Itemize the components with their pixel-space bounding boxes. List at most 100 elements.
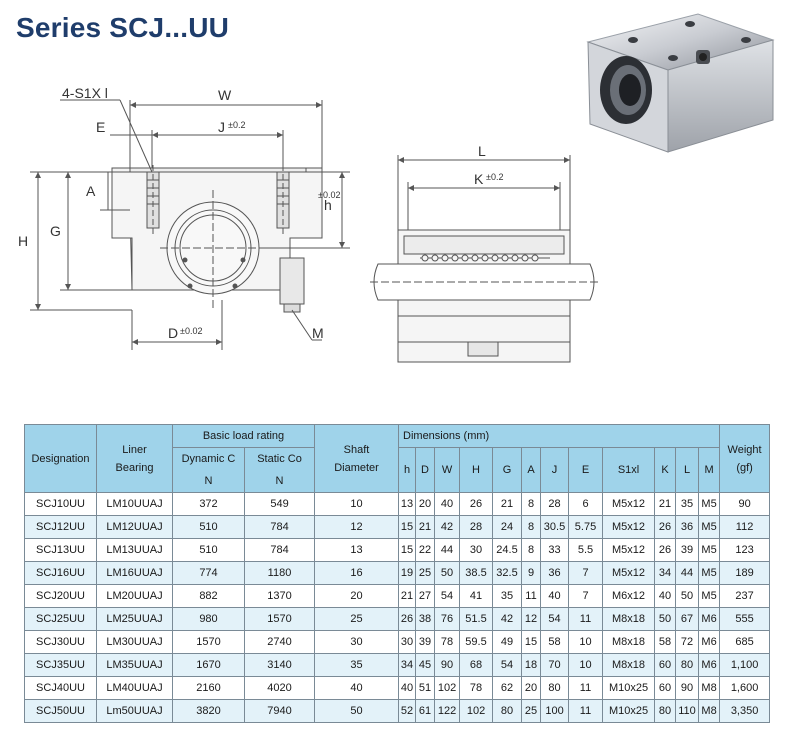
table-cell: 76 <box>434 607 461 631</box>
table-cell: 100 <box>540 699 570 723</box>
table-cell: 59.5 <box>459 630 494 654</box>
header-dim-H: H <box>459 447 494 493</box>
table-cell: 26 <box>398 607 417 631</box>
table-cell: 18 <box>521 653 542 677</box>
table-cell: 189 <box>719 561 771 585</box>
table-cell: M8x18 <box>602 653 656 677</box>
table-cell: 58 <box>540 630 570 654</box>
table-cell: 102 <box>434 676 461 700</box>
table-cell: 372 <box>172 492 245 516</box>
table-cell: 42 <box>434 515 461 539</box>
table-cell: 78 <box>434 630 461 654</box>
table-cell: 10 <box>568 630 604 654</box>
table-cell: 40 <box>398 676 417 700</box>
table-cell: 7 <box>568 584 604 608</box>
table-cell: 7 <box>568 561 604 585</box>
table-cell: 10 <box>568 653 604 677</box>
table-cell: SCJ10UU <box>24 492 97 516</box>
table-cell: 34 <box>398 653 417 677</box>
table-cell: 15 <box>398 538 417 562</box>
table-cell: 1,600 <box>719 676 771 700</box>
table-cell: 36 <box>675 515 700 539</box>
label-K-tol: ±0.2 <box>486 172 503 182</box>
table-cell: LM16UUAJ <box>96 561 173 585</box>
table-cell: 22 <box>415 538 436 562</box>
table-cell: 27 <box>415 584 436 608</box>
table-cell: SCJ50UU <box>24 699 97 723</box>
table-cell: 50 <box>654 607 677 631</box>
table-cell: 26 <box>654 515 677 539</box>
table-cell: 784 <box>243 515 316 539</box>
table-cell: 1,100 <box>719 653 771 677</box>
label-A: A <box>86 183 96 199</box>
table-cell: 50 <box>675 584 700 608</box>
table-cell: 67 <box>675 607 700 631</box>
table-cell: 40 <box>434 492 461 516</box>
table-cell: 49 <box>492 630 523 654</box>
table-cell: 50 <box>434 561 461 585</box>
table-cell: 70 <box>540 653 570 677</box>
table-cell: 90 <box>434 653 461 677</box>
product-photo <box>578 2 778 170</box>
table-cell: 30 <box>459 538 494 562</box>
table-cell: 39 <box>415 630 436 654</box>
table-cell: 2160 <box>172 676 245 700</box>
table-cell: 90 <box>675 676 700 700</box>
technical-drawing: 4-S1X l W E J ±0.2 A H G h ±0.02 D ±0.02… <box>18 85 600 363</box>
table-cell: M5x12 <box>602 492 656 516</box>
label-E: E <box>96 119 105 135</box>
table-cell: 11 <box>568 699 604 723</box>
table-cell: 1570 <box>172 630 245 654</box>
header-liner-bearing: Liner Bearing <box>96 424 173 493</box>
page-title: Series SCJ...UU <box>16 12 230 43</box>
table-cell: 44 <box>434 538 461 562</box>
table-cell: 58 <box>654 630 677 654</box>
table-cell: M5 <box>698 492 721 516</box>
label-M: M <box>312 325 324 341</box>
header-dim-K: K <box>654 447 677 493</box>
table-cell: SCJ40UU <box>24 676 97 700</box>
table-cell: 110 <box>675 699 700 723</box>
table-cell: 16 <box>314 561 400 585</box>
table-cell: LM12UUAJ <box>96 515 173 539</box>
table-cell: 35 <box>314 653 400 677</box>
table-cell: LM13UUAJ <box>96 538 173 562</box>
table-cell: 15 <box>398 515 417 539</box>
table-cell: 35 <box>492 584 523 608</box>
table-cell: 25 <box>415 561 436 585</box>
table-cell: 555 <box>719 607 771 631</box>
table-cell: 26 <box>459 492 494 516</box>
table-cell: M6 <box>698 607 721 631</box>
table-cell: 28 <box>459 515 494 539</box>
table-cell: 112 <box>719 515 771 539</box>
table-cell: Lm50UUAJ <box>96 699 173 723</box>
table-cell: 1370 <box>243 584 316 608</box>
header-shaft: Shaft Diameter <box>314 424 400 493</box>
table-cell: 12 <box>314 515 400 539</box>
table-cell: 4020 <box>243 676 316 700</box>
header-dim-M: M <box>698 447 721 493</box>
table-cell: 54 <box>434 584 461 608</box>
table-cell: 774 <box>172 561 245 585</box>
label-W: W <box>218 87 232 103</box>
table-cell: 10 <box>314 492 400 516</box>
table-cell: 78 <box>459 676 494 700</box>
table-cell: 52 <box>398 699 417 723</box>
table-cell: 19 <box>398 561 417 585</box>
table-cell: 122 <box>434 699 461 723</box>
header-dynamic: Dynamic C <box>172 447 245 470</box>
table-cell: M8 <box>698 699 721 723</box>
table-cell: M5x12 <box>602 538 656 562</box>
table-cell: 11 <box>568 607 604 631</box>
header-basic-load: Basic load rating <box>171 424 316 448</box>
header-dim-G: G <box>492 447 523 493</box>
table-cell: 39 <box>675 538 700 562</box>
table-cell: M6 <box>698 630 721 654</box>
table-cell: SCJ30UU <box>24 630 97 654</box>
table-cell: 60 <box>654 676 677 700</box>
header-designation: Designation <box>24 424 97 493</box>
